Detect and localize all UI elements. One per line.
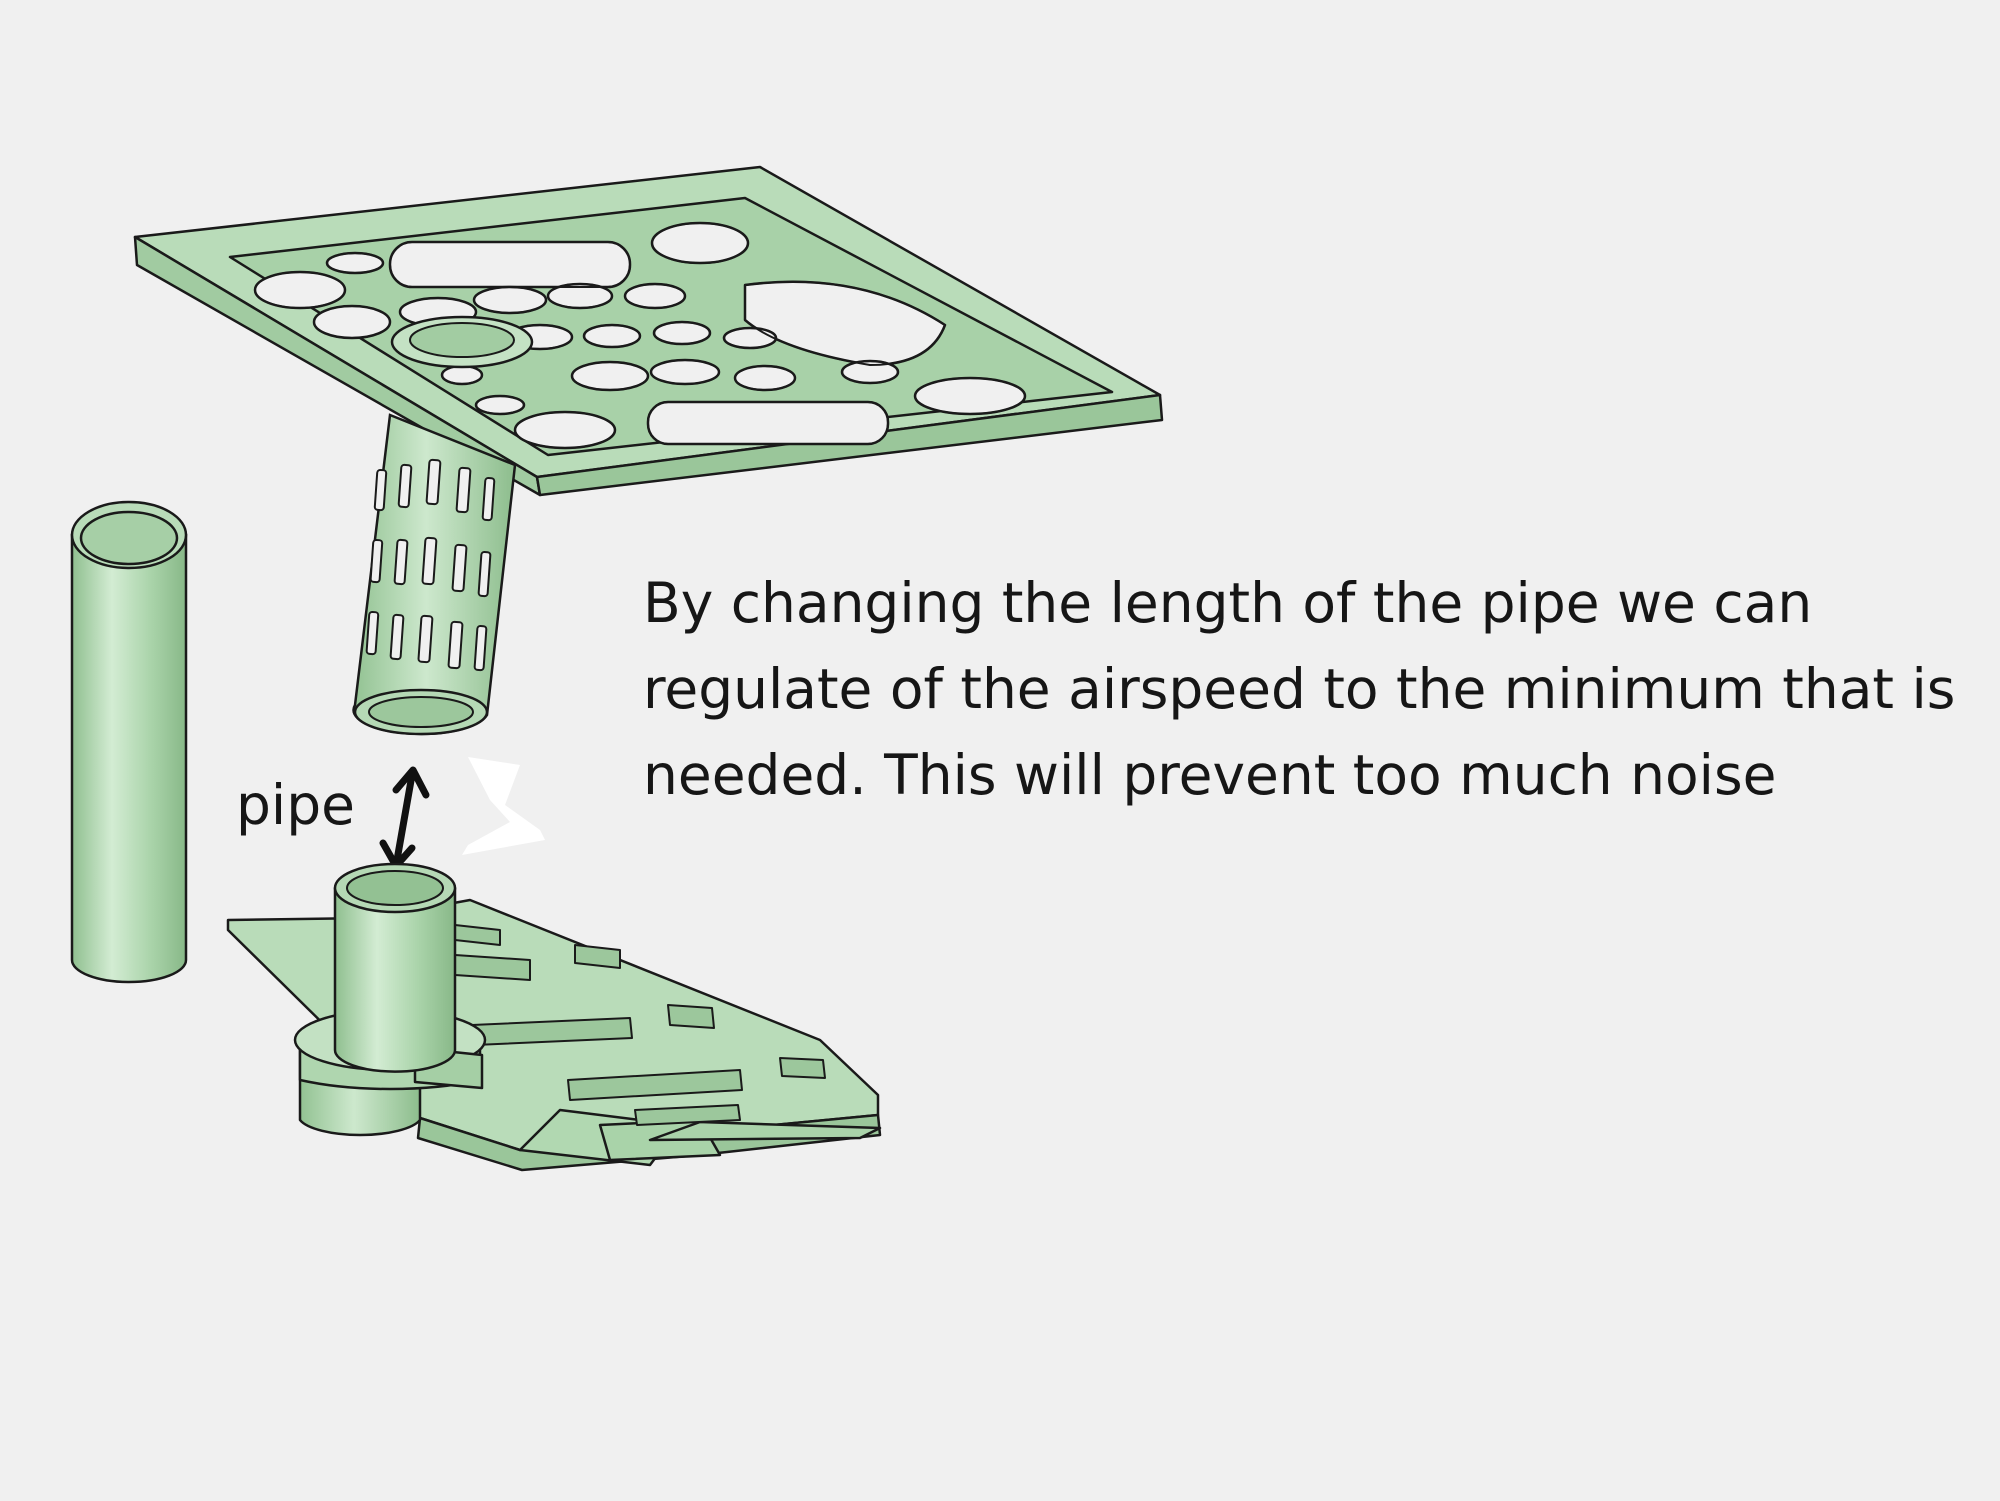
- pipe-label: pipe: [236, 773, 355, 837]
- top-plate: [133, 165, 1164, 497]
- length-arrow-icon: [379, 766, 430, 870]
- caption-text: By changing the length of the pipe we ca…: [643, 571, 1956, 807]
- white-mark: [462, 757, 545, 855]
- perforated-tube: [352, 413, 517, 736]
- bottom-base: [226, 862, 882, 1172]
- loose-pipe: [70, 500, 188, 984]
